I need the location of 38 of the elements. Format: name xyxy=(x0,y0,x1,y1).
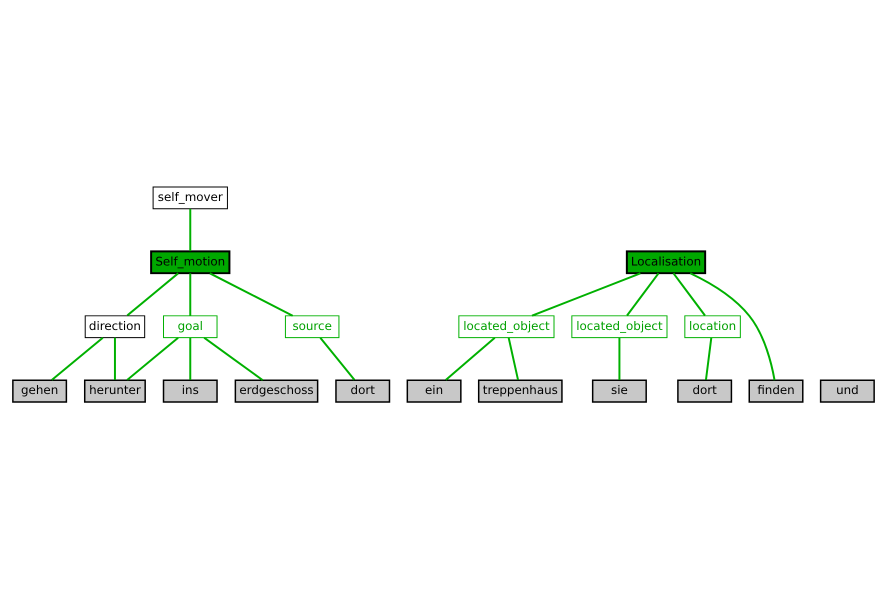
node-box: Self_motion xyxy=(150,250,230,274)
node-box: sie xyxy=(592,379,647,403)
node-box: self_mover xyxy=(152,186,228,210)
connector xyxy=(204,336,264,381)
connector xyxy=(532,272,641,317)
node-box: erdgeschoss xyxy=(234,379,318,403)
node-box: location xyxy=(684,315,741,338)
connector xyxy=(445,336,496,381)
connector xyxy=(704,338,712,380)
connector xyxy=(690,272,776,380)
node-box: Localisation xyxy=(626,250,706,274)
node-box: direction xyxy=(84,315,146,338)
node-box: finden xyxy=(748,379,804,403)
node-box: source xyxy=(284,315,340,338)
connector xyxy=(126,336,179,381)
node-box: located_object xyxy=(571,315,668,338)
connector xyxy=(508,338,519,380)
connector xyxy=(618,338,620,380)
connector xyxy=(209,272,294,317)
node-box: ins xyxy=(162,379,218,403)
connector xyxy=(189,208,192,252)
node-box: treppenhaus xyxy=(478,379,563,403)
node-box: ein xyxy=(406,379,462,403)
node-box: dort xyxy=(335,379,390,403)
node-box: located_object xyxy=(458,315,554,338)
node-box: gehen xyxy=(12,379,68,403)
connector xyxy=(114,338,116,380)
connector xyxy=(189,338,192,380)
connector xyxy=(51,336,104,381)
connector xyxy=(672,272,706,316)
node-box: und xyxy=(820,379,875,403)
connector xyxy=(189,273,192,316)
node-box: dort xyxy=(677,379,732,403)
connector xyxy=(126,272,179,316)
node-box: goal xyxy=(163,315,218,338)
node-box: herunter xyxy=(84,379,146,403)
connector xyxy=(320,337,356,381)
connector xyxy=(626,272,660,316)
